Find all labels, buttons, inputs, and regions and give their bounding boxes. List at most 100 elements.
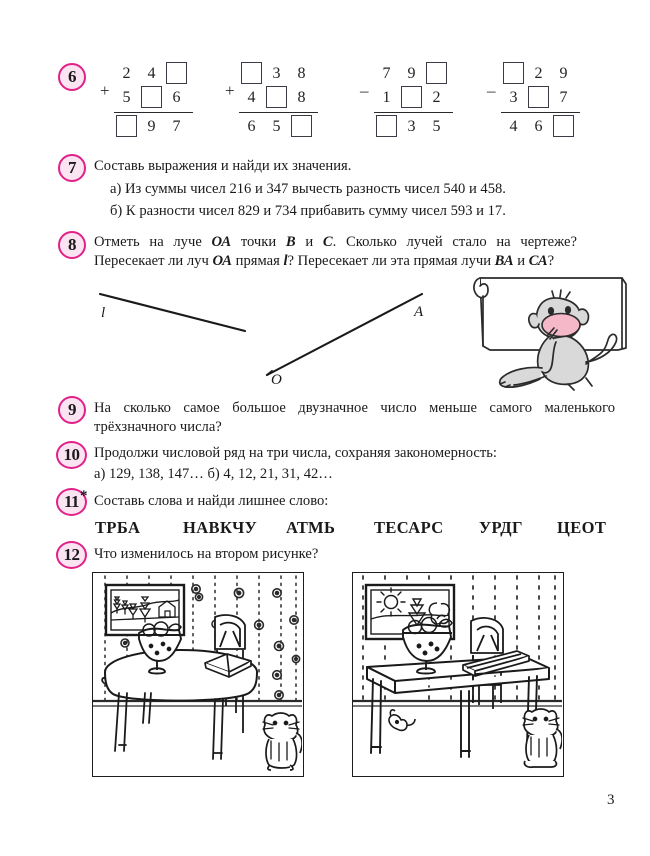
- monkey-eye-right: [564, 306, 572, 314]
- result-row: 3 5: [374, 115, 453, 139]
- task-10-title: Продолжи числовой ряд на три числа, сохр…: [94, 445, 497, 461]
- t8-p2: точки: [231, 234, 286, 250]
- t8-p3: и: [295, 234, 323, 250]
- digit-cell: 2: [122, 65, 131, 82]
- blank-box[interactable]: [239, 62, 264, 86]
- wall-painting-sun-tree: [364, 583, 456, 641]
- digit-cell: 8: [297, 65, 306, 82]
- sum-rule-line: [114, 112, 193, 113]
- result-row: 6 5: [239, 115, 318, 139]
- digit-cell: 2: [534, 65, 543, 82]
- t8-point-c: С: [322, 234, 333, 250]
- blank-box[interactable]: [526, 86, 551, 110]
- subtrahend-row: 1 2: [374, 86, 453, 110]
- digit-cell: 5: [122, 89, 131, 106]
- wall-painting-landscape: [104, 583, 186, 637]
- monkey-muzzle: [541, 312, 581, 338]
- task-7-line-a: а) Из суммы чисел 216 и 347 вычесть разн…: [110, 181, 506, 197]
- digit-cell: 2: [432, 89, 441, 106]
- t8-point-b: В: [285, 234, 296, 250]
- monkey-eye-left: [547, 307, 555, 315]
- sum-rule-line: [501, 112, 580, 113]
- task-number-7: 7: [58, 154, 86, 182]
- picture-room-scene-left: [92, 572, 304, 777]
- word-item: ЦЕОТ: [557, 518, 607, 537]
- blank-box[interactable]: [264, 86, 289, 110]
- t8-p5: прямая: [232, 252, 284, 269]
- t8-ray-ca: СА: [528, 252, 548, 269]
- diagram-label-O: O: [271, 372, 282, 388]
- blank-box[interactable]: [551, 115, 576, 139]
- task-number-8: 8: [58, 231, 86, 259]
- word-item: ТРБА: [95, 518, 141, 537]
- t8-ray-oa-2: ОА: [212, 252, 233, 269]
- t8-ray-oa-1: ОА: [211, 234, 232, 250]
- digit-cell: 7: [382, 65, 391, 82]
- mouse-figure: [388, 709, 416, 732]
- t8-line-l: l: [283, 252, 288, 269]
- digit-cell: 9: [147, 118, 156, 135]
- blank-box[interactable]: [289, 115, 314, 139]
- ray-oa-segment: [265, 292, 424, 377]
- blank-box[interactable]: [399, 86, 424, 110]
- word-item: УРДГ: [479, 518, 523, 537]
- digit-cell: 3: [272, 65, 281, 82]
- task-12-title: Что изменилось на втором рисунке?: [94, 546, 319, 562]
- t8-p1: Отметь на луче: [94, 234, 212, 250]
- task-number-12: 12: [56, 541, 87, 569]
- monkey-with-scroll-illustration: [473, 277, 627, 391]
- addend-row: 2 4: [114, 62, 193, 86]
- result-row: 4 6: [501, 115, 580, 139]
- digit-cell: 1: [382, 89, 391, 106]
- subtrahend-row: 3 7: [501, 86, 580, 110]
- digit-cell: 6: [247, 118, 256, 135]
- blank-box[interactable]: [139, 86, 164, 110]
- digit-cell: 9: [407, 65, 416, 82]
- picture-room-scene-right: [352, 572, 564, 777]
- task-number-9: 9: [58, 396, 86, 424]
- blank-box[interactable]: [114, 115, 139, 139]
- word-item: АТМЬ: [286, 518, 336, 537]
- sum-rule-line: [239, 112, 318, 113]
- addend-row: 4 8: [239, 86, 318, 110]
- blank-box[interactable]: [164, 62, 189, 86]
- task-10-series: а) 129, 138, 147… б) 4, 12, 21, 31, 42…: [94, 466, 333, 482]
- operator-sign: +: [225, 81, 235, 100]
- digit-cell: 3: [509, 89, 518, 106]
- line-l-segment: [98, 292, 247, 333]
- task-11-title: Составь слова и найди лишнее слово:: [94, 493, 329, 509]
- word-item: НАВКЧУ: [183, 518, 258, 537]
- digit-cell: 5: [432, 118, 441, 135]
- task-11-star: *: [80, 488, 88, 504]
- t8-p6: ? Пересекает ли эта прямая лучи: [287, 252, 495, 269]
- page-number: 3: [607, 792, 615, 808]
- operator-sign: –: [360, 81, 369, 100]
- blank-box[interactable]: [424, 62, 449, 86]
- digit-cell: 7: [172, 118, 181, 135]
- digit-cell: 8: [297, 89, 306, 106]
- operator-sign: +: [100, 81, 110, 100]
- digit-cell: 4: [247, 89, 256, 106]
- sum-rule-line: [374, 112, 453, 113]
- task-11-digits: 11: [63, 492, 80, 511]
- task-8-text: Отметь на луче ОА точки В и С. Сколько л…: [94, 233, 577, 270]
- addend-row: 3 8: [239, 62, 318, 86]
- task-number-6: 6: [58, 63, 86, 91]
- blank-box[interactable]: [374, 115, 399, 139]
- blank-box[interactable]: [501, 62, 526, 86]
- addend-row: 5 6: [114, 86, 193, 110]
- minuend-row: 2 9: [501, 62, 580, 86]
- digit-cell: 4: [147, 65, 156, 82]
- digit-cell: 9: [559, 65, 568, 82]
- diagram-label-A: A: [414, 304, 424, 320]
- ray-origin-tick: [266, 370, 273, 376]
- digit-cell: 5: [272, 118, 281, 135]
- digit-cell: 6: [172, 89, 181, 106]
- task-11-word-list: ТРБА НАВКЧУ АТМЬ ТЕСАРС УРДГ ЦЕОТ: [95, 518, 615, 538]
- diagram-label-l: l: [101, 305, 106, 321]
- digit-cell: 4: [509, 118, 518, 135]
- minuend-row: 7 9: [374, 62, 453, 86]
- word-item: ТЕСАРС: [374, 518, 444, 537]
- operator-sign: –: [487, 81, 496, 100]
- digit-cell: 7: [559, 89, 568, 106]
